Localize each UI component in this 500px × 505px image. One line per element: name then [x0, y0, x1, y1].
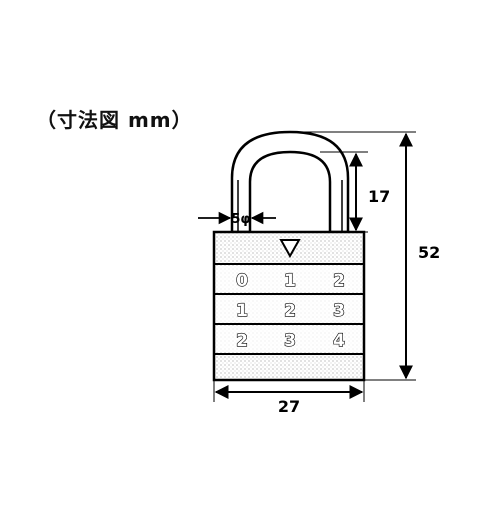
dial-digit: 0: [236, 271, 248, 291]
label-height: 52: [418, 243, 440, 262]
dial-digit: 2: [333, 271, 345, 291]
shackle: [230, 130, 350, 234]
dial-digit: 2: [284, 301, 296, 321]
diagram-title: （寸法図 mm）: [36, 108, 193, 132]
dim-shackle-diameter: 5φ: [198, 206, 276, 232]
lock-body: [212, 230, 366, 382]
label-shackle-clearance: 17: [368, 187, 390, 206]
dim-width: 27: [213, 380, 365, 416]
dial-digits: 0 1 2 1 2 3 2 3 4: [235, 270, 345, 351]
dim-shackle-clearance: 17: [320, 151, 390, 233]
dial-digit: 1: [236, 301, 248, 321]
dial-digit: 1: [284, 271, 296, 291]
dial-digit: 3: [333, 301, 345, 321]
dial-digit: 4: [333, 331, 345, 351]
label-shackle-diameter: 5φ: [231, 212, 250, 227]
dial-digit: 3: [284, 331, 296, 351]
indicator-triangle-icon: [279, 239, 301, 259]
dial-digit: 2: [236, 331, 248, 351]
label-width: 27: [278, 397, 300, 416]
dim-height: 52: [300, 131, 440, 381]
